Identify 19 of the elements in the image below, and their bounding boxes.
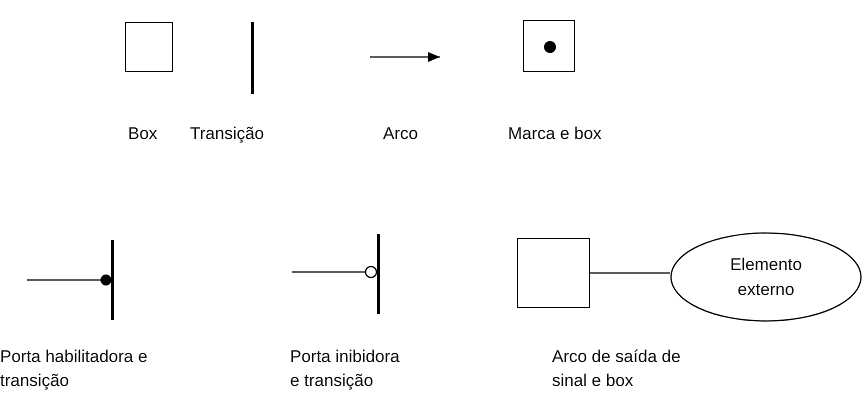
symbol-caption: Marca e box	[508, 123, 602, 145]
place-box	[523, 20, 575, 72]
symbol-caption: Porta habilitadora e transição	[0, 346, 148, 392]
symbol-caption: Arco de saída de sinal e box	[552, 346, 682, 392]
external-element-ellipse	[670, 232, 862, 322]
node-label: Elemento externo	[729, 254, 803, 301]
transition-bar	[111, 240, 114, 320]
symbol-caption: Arco	[383, 123, 418, 145]
place-box	[517, 238, 590, 308]
symbol-caption: Box	[128, 123, 158, 145]
transition-bar	[251, 22, 254, 94]
gate-arc	[27, 274, 112, 286]
token-dot	[544, 41, 556, 53]
gate-arc	[292, 266, 378, 278]
connector-line	[590, 272, 670, 274]
symbol-caption: Porta inibidora e transição	[290, 346, 401, 392]
transition-bar	[377, 234, 380, 314]
symbol-caption: Transição	[190, 123, 264, 145]
place-box	[125, 22, 173, 72]
